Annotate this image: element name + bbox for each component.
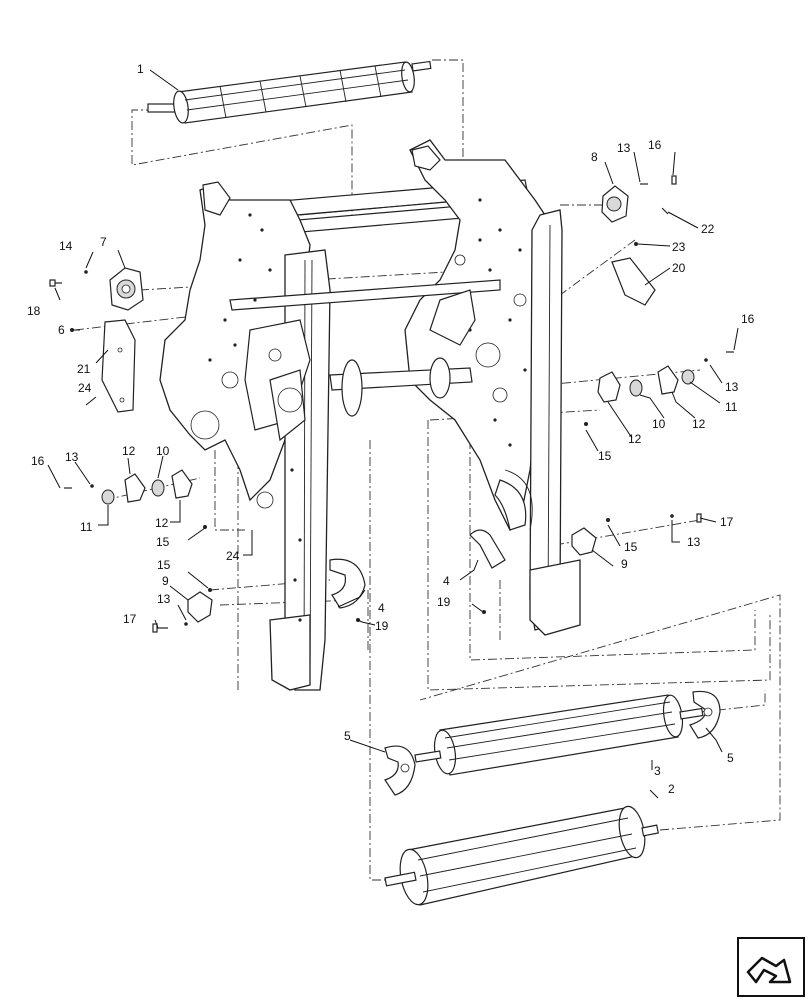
callout-21: 21 — [77, 362, 91, 376]
callout-24-lower: 24 — [226, 549, 240, 563]
callout-17-left: 17 — [123, 612, 137, 626]
callout-19-right: 19 — [437, 595, 451, 609]
callout-12-left-b: 12 — [155, 516, 169, 530]
callout-10-left: 10 — [156, 444, 170, 458]
callout-23: 23 — [672, 240, 686, 254]
callout-18: 18 — [27, 304, 41, 318]
callout-15-lower-left: 15 — [157, 558, 171, 572]
callout-20: 20 — [672, 261, 686, 275]
callout-24-left: 24 — [78, 381, 92, 395]
callout-16-left: 16 — [31, 454, 45, 468]
lower-roller-3 — [414, 694, 704, 776]
callout-2: 2 — [668, 782, 675, 796]
callout-15-lower-right: 15 — [624, 540, 638, 554]
callout-13-lower-right: 13 — [687, 535, 701, 549]
callout-leaders — [47, 69, 739, 799]
callout-5-right: 5 — [727, 751, 734, 765]
callout-19-left: 19 — [375, 619, 389, 633]
callout-4-left: 4 — [378, 601, 385, 615]
callout-13-lower-left: 13 — [157, 592, 171, 606]
callout-8: 8 — [591, 150, 598, 164]
callout-13-top: 13 — [617, 141, 631, 155]
callout-16-right: 16 — [741, 312, 755, 326]
callout-9-right: 9 — [621, 557, 628, 571]
top-feed-roller — [147, 60, 432, 124]
callout-13-right: 13 — [725, 380, 739, 394]
callout-5-left: 5 — [344, 729, 351, 743]
next-page-arrow-icon — [746, 956, 792, 984]
callout-15-left: 15 — [156, 535, 170, 549]
callout-10-right: 10 — [652, 417, 666, 431]
callout-6: 6 — [58, 323, 65, 337]
callout-7: 7 — [100, 235, 107, 249]
callout-11-left: 11 — [80, 520, 93, 534]
callout-22: 22 — [701, 222, 715, 236]
callout-9-left: 9 — [162, 574, 169, 588]
callout-13-left: 13 — [65, 450, 79, 464]
callout-labels: 1 2 3 4 4 5 5 6 7 8 9 9 10 10 11 11 12 1… — [27, 62, 755, 796]
callout-1: 1 — [137, 62, 144, 76]
callout-14: 14 — [59, 239, 73, 253]
frame-bolt-holes — [208, 198, 527, 622]
callout-12-right-a: 12 — [628, 432, 642, 446]
lower-roller-2 — [384, 805, 659, 906]
callout-3: 3 — [654, 764, 661, 778]
callout-17-right: 17 — [720, 515, 734, 529]
next-page-arrow-button[interactable] — [737, 937, 805, 997]
callout-15-right: 15 — [598, 449, 612, 463]
callout-12-right-b: 12 — [692, 417, 706, 431]
callout-11-right: 11 — [725, 400, 738, 414]
callout-12-left-a: 12 — [122, 444, 136, 458]
callout-16-top: 16 — [648, 138, 662, 152]
baler-frame-assembly — [159, 139, 581, 691]
hardware-parts — [49, 175, 734, 796]
callout-4-right: 4 — [443, 574, 450, 588]
